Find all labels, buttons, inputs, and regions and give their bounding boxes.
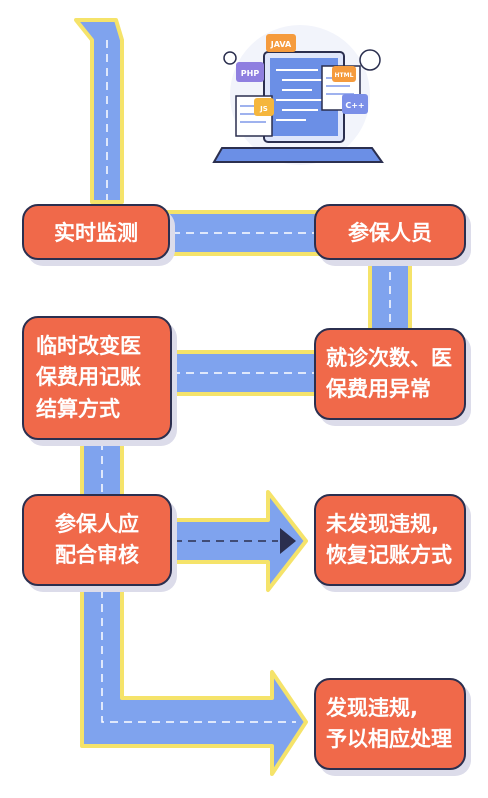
- box-temp-change: 临时改变医 保费用记账 结算方式: [22, 316, 172, 440]
- box-temp-change-line: 结算方式: [36, 396, 120, 421]
- box-temp-change-line: 临时改变医: [36, 333, 141, 358]
- java-badge: [266, 34, 296, 52]
- box-cooperate: 参保人应 配合审核: [22, 494, 172, 586]
- box-realtime-monitor: 实时监测: [22, 204, 170, 260]
- arrow-tip-mark: [280, 528, 296, 554]
- box-abnormal: 就诊次数、医 保费用异常: [314, 328, 466, 420]
- js-label: JS: [259, 105, 268, 113]
- java-label: JAVA: [270, 40, 292, 49]
- box-no-violation-line: 恢复记账方式: [326, 543, 452, 567]
- php-badge: [236, 62, 264, 82]
- laptop-base: [212, 147, 384, 163]
- pipe-top-vertical: [74, 18, 124, 204]
- box-violation-line: 予以相应处理: [326, 727, 452, 751]
- php-label: PHP: [241, 69, 260, 78]
- box-violation: 发现违规, 予以相应处理: [314, 678, 466, 770]
- box-abnormal-line: 就诊次数、医: [326, 345, 452, 370]
- box-insured-person-label: 参保人员: [348, 221, 432, 245]
- html-badge: [332, 66, 356, 82]
- coding-laptop-illustration: JAVA PHP HTML JS C++: [212, 25, 384, 165]
- pipe-cooperate-violation: [80, 582, 308, 776]
- box-violation-line: 发现违规,: [326, 695, 418, 720]
- box-abnormal-line: 保费用异常: [326, 377, 431, 401]
- box-cooperate-line: 参保人应: [55, 511, 139, 536]
- box-no-violation: 未发现违规, 恢复记账方式: [314, 494, 466, 586]
- box-cooperate-line: 配合审核: [55, 543, 139, 567]
- box-no-violation-line: 未发现违规,: [326, 511, 439, 536]
- box-temp-change-line: 保费用记账: [36, 365, 141, 390]
- box-realtime-monitor-label: 实时监测: [54, 221, 138, 245]
- cpp-badge: [342, 94, 368, 114]
- js-badge: [254, 98, 274, 116]
- box-insured-person: 参保人员: [314, 204, 466, 260]
- html-label: HTML: [335, 72, 354, 79]
- cpp-label: C++: [345, 101, 364, 110]
